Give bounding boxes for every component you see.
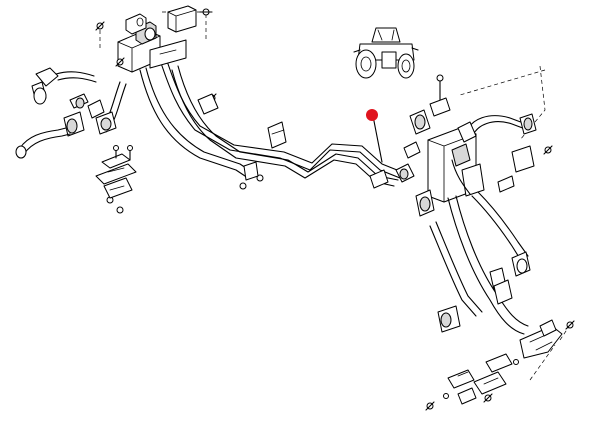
bottom-clamp-cluster [425,353,519,411]
right-upper-hoses [451,113,537,195]
right-coupling [395,109,431,183]
callout [366,109,383,163]
left-clamp-parts [95,145,137,199]
main-pipe-run [99,57,403,187]
top-bracket [149,5,213,69]
lower-right-bracket [519,319,575,359]
tractor-icon [353,27,419,79]
pipe-clamps [197,93,389,189]
left-fittings [15,67,117,159]
right-lower-hoses [415,189,531,335]
leader-lines [99,11,571,381]
highlight-marker[interactable] [366,109,378,121]
right-valve-block [427,74,535,203]
